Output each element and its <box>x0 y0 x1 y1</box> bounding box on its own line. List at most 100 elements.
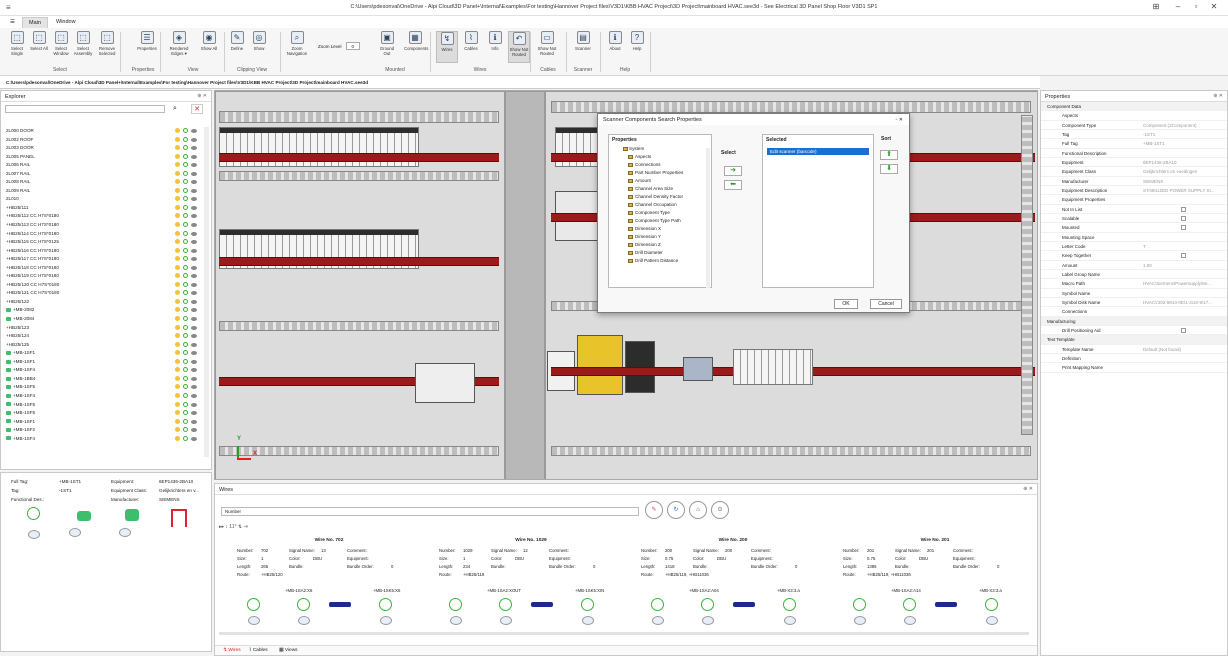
explorer-tree-item[interactable]: +HB25/125 <box>1 341 213 350</box>
wires-panel-controls[interactable]: ⊕ ✕ <box>1023 486 1033 492</box>
ribbon-button-4[interactable]: ⬚Select Assembly <box>72 31 94 63</box>
minimize-button[interactable]: – <box>1175 2 1181 11</box>
explorer-tree-item[interactable]: 2L009 RAIL <box>1 187 213 196</box>
lock-icon[interactable] <box>175 418 180 424</box>
eye-icon[interactable] <box>191 188 197 193</box>
maximize-button[interactable]: ▫ <box>1194 2 1198 11</box>
selected-item[interactable]: Edit scanner (barcode) <box>767 148 869 155</box>
property-tree-item[interactable]: Channel Occupation <box>609 201 711 209</box>
ribbon-button-12[interactable]: ▣Ground Out <box>376 31 398 63</box>
ribbon-button-1[interactable]: ⬚Select Single <box>6 31 28 63</box>
ribbon-button-14[interactable]: ↯Wires <box>436 31 458 63</box>
visibility-status-icon[interactable] <box>183 162 188 168</box>
visibility-status-icon[interactable] <box>183 375 188 381</box>
lock-icon[interactable] <box>175 264 180 270</box>
eye-icon[interactable] <box>191 137 197 142</box>
explorer-tree-item[interactable]: +HB25/122 <box>1 298 213 307</box>
eye-icon[interactable] <box>191 154 197 159</box>
eye-icon[interactable] <box>784 616 796 625</box>
visibility-status-icon[interactable] <box>183 384 188 390</box>
property-row[interactable]: Manufacturing <box>1041 316 1227 326</box>
visibility-status-icon[interactable] <box>183 204 188 210</box>
property-tree-item[interactable]: Drill Diameter <box>609 249 711 257</box>
visibility-status-icon[interactable] <box>183 324 188 330</box>
eye-icon[interactable] <box>582 616 594 625</box>
explorer-tree-item[interactable]: +HB25/113 CC H7S*0180 <box>1 221 213 230</box>
visibility-status-icon[interactable] <box>183 273 188 279</box>
ribbon-button-5[interactable]: ⬚Remove Selected <box>96 31 118 63</box>
property-checkbox[interactable] <box>1181 253 1186 259</box>
property-tree-item[interactable]: Amount <box>609 177 711 185</box>
lock-icon[interactable] <box>175 333 180 339</box>
lock-icon[interactable] <box>175 298 180 304</box>
visibility-status-icon[interactable] <box>183 136 188 142</box>
visibility-status-icon[interactable] <box>183 367 188 373</box>
eye-icon[interactable] <box>854 616 866 625</box>
property-tree-item[interactable]: Dimension Y <box>609 233 711 241</box>
explorer-tree-item[interactable]: +HB25/116 CC H7S*0180 <box>1 247 213 256</box>
property-row[interactable]: Full Tag+MB-1ST1 <box>1041 139 1227 149</box>
explorer-scrollbar[interactable] <box>204 127 209 457</box>
property-row[interactable]: Functional Description <box>1041 149 1227 158</box>
eye-icon[interactable] <box>191 282 197 287</box>
visibility-status-icon[interactable] <box>183 187 188 193</box>
ribbon-button-13[interactable]: ▦Components <box>404 31 428 63</box>
ribbon-button-6[interactable]: ☰Properties <box>136 31 158 63</box>
eye-icon[interactable] <box>191 342 197 347</box>
eye-icon[interactable] <box>298 616 310 625</box>
visibility-status-icon[interactable] <box>183 358 188 364</box>
lock-icon[interactable] <box>175 401 180 407</box>
wire-tool-button[interactable]: ⌂ <box>689 501 707 519</box>
lock-icon[interactable] <box>175 307 180 313</box>
visibility-status-icon[interactable] <box>183 256 188 262</box>
eye-icon[interactable] <box>191 205 197 210</box>
explorer-tree-item[interactable]: +MB-1SF1 <box>1 358 213 367</box>
property-row[interactable]: Label Group Name <box>1041 270 1227 280</box>
zoom-level-input[interactable]: 0 <box>345 42 360 50</box>
lock-icon[interactable] <box>175 316 180 322</box>
visibility-status-icon[interactable] <box>183 196 188 202</box>
explorer-tree-item[interactable]: 2L003 DOOR <box>1 144 213 153</box>
eye-icon[interactable] <box>28 530 40 539</box>
property-checkbox[interactable] <box>1181 206 1186 212</box>
lock-icon[interactable] <box>175 247 180 253</box>
wire-view-toolbar[interactable]: ▸▸ ↕ 11° ⇅ ⇥ <box>219 524 248 530</box>
lock-icon[interactable] <box>175 273 180 279</box>
property-tree-item[interactable]: Drill Pattern Distance <box>609 257 711 265</box>
property-row[interactable]: Mounted <box>1041 223 1227 233</box>
property-checkbox[interactable] <box>1181 225 1186 231</box>
eye-icon[interactable] <box>191 393 197 398</box>
lock-icon[interactable] <box>175 350 180 356</box>
explorer-tree-item[interactable]: +HB25/120 CC H7S*0180 <box>1 281 213 290</box>
visibility-status-icon[interactable] <box>183 281 188 287</box>
explorer-tree-item[interactable]: +MB-1SF4 <box>1 435 213 444</box>
lock-icon[interactable] <box>175 427 180 433</box>
move-up-button[interactable]: ⬆ <box>880 150 898 160</box>
eye-icon[interactable] <box>191 411 197 416</box>
lock-icon[interactable] <box>175 367 180 373</box>
lock-icon[interactable] <box>175 213 180 219</box>
property-row[interactable]: Text Template <box>1041 335 1227 345</box>
ribbon-button-19[interactable]: ▤Scanner <box>572 31 594 63</box>
properties-panel-controls[interactable]: ⊕ ✕ <box>1213 93 1223 99</box>
lock-icon[interactable] <box>175 187 180 193</box>
property-tree-item[interactable]: Connections <box>609 161 711 169</box>
eye-icon[interactable] <box>191 248 197 253</box>
lock-icon[interactable] <box>175 435 180 441</box>
property-row[interactable]: Mounting Space <box>1041 233 1227 242</box>
property-row[interactable]: Tag-1ST1 <box>1041 130 1227 140</box>
property-tree-item[interactable]: Channel Area Size <box>609 185 711 193</box>
eye-icon[interactable] <box>191 265 197 270</box>
ok-button[interactable]: OK <box>834 299 858 309</box>
lock-icon[interactable] <box>175 256 180 262</box>
property-row[interactable]: Equipment Properties <box>1041 195 1227 205</box>
property-row[interactable]: Symbol Name <box>1041 289 1227 298</box>
visibility-status-icon[interactable] <box>183 427 188 433</box>
remove-property-button[interactable]: ⬅ <box>724 180 742 190</box>
property-row[interactable]: Definition <box>1041 354 1227 364</box>
lock-icon[interactable] <box>175 392 180 398</box>
